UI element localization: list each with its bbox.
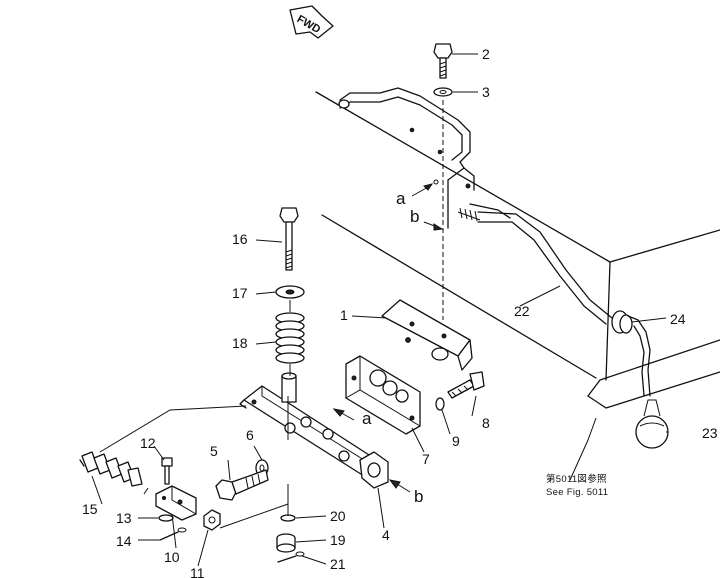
washer-3 [433, 87, 453, 97]
bolt-5 [215, 469, 269, 501]
screw-12 [161, 457, 173, 485]
mounting-bracket [447, 167, 475, 229]
marker-b-lower: b [388, 479, 423, 506]
connector-10 [155, 485, 197, 521]
bolt-16 [279, 207, 299, 271]
pin-14 [159, 527, 187, 541]
bushing-19 [276, 533, 296, 553]
callout-7: 7 [422, 451, 430, 467]
marker-b-label-lower: b [414, 487, 423, 506]
callout-19: 19 [330, 532, 346, 548]
lever-4 [239, 372, 389, 489]
leader-lines [91, 53, 668, 567]
callout-13: 13 [116, 510, 132, 526]
reference-note: 第5011図参照 See Fig. 5011 [546, 473, 608, 498]
callout-17: 17 [232, 285, 248, 301]
upper-rod [338, 87, 471, 169]
callout-5: 5 [210, 443, 218, 459]
marker-a-label-upper: a [396, 189, 406, 208]
bolt-2 [433, 43, 453, 79]
marker-b-upper: b [410, 207, 444, 231]
pin-21 [277, 551, 305, 563]
callout-12: 12 [140, 435, 156, 451]
marker-a-label-lower: a [362, 409, 372, 428]
nut-11 [203, 509, 221, 531]
control-rod-22 [457, 203, 613, 325]
console-housing [315, 91, 720, 409]
callout-23: 23 [702, 425, 718, 441]
marker-a-lower: a [332, 408, 372, 428]
switch-7 [345, 355, 421, 435]
callout-16: 16 [232, 231, 248, 247]
washer-9 [435, 397, 445, 411]
callout-11: 11 [190, 565, 205, 578]
callout-10: 10 [164, 549, 180, 565]
callout-18: 18 [232, 335, 248, 351]
callout-2: 2 [482, 46, 490, 62]
callout-15: 15 [82, 501, 98, 517]
marker-a-upper: a [396, 179, 439, 208]
callout-1: 1 [340, 307, 348, 323]
callout-4: 4 [382, 527, 390, 543]
bolt-8 [447, 371, 485, 399]
marker-b-label-upper: b [410, 207, 419, 226]
callout-6: 6 [246, 427, 254, 443]
grommet-24 [611, 310, 651, 397]
callout-14: 14 [116, 533, 132, 549]
knob-23 [635, 399, 669, 449]
callout-numbers: 2 3 1 16 17 18 8 9 7 4 5 6 22 24 23 12 1… [82, 46, 718, 578]
callout-20: 20 [330, 508, 346, 524]
callout-21: 21 [330, 556, 346, 572]
callout-9: 9 [452, 433, 460, 449]
washer-17 [275, 285, 305, 299]
callout-24: 24 [670, 311, 686, 327]
assembly-lines [99, 300, 291, 529]
fwd-direction-arrow: FWD [289, 5, 334, 39]
reference-note-jp: 第5011図参照 [546, 473, 607, 485]
spring-15 [79, 451, 143, 487]
washer-13 [158, 514, 174, 522]
callout-8: 8 [482, 415, 490, 431]
callout-22: 22 [514, 303, 530, 319]
bracket-1 [381, 299, 473, 371]
spring-18 [275, 312, 305, 364]
reference-note-en: See Fig. 5011 [546, 487, 608, 498]
callout-3: 3 [482, 84, 490, 100]
